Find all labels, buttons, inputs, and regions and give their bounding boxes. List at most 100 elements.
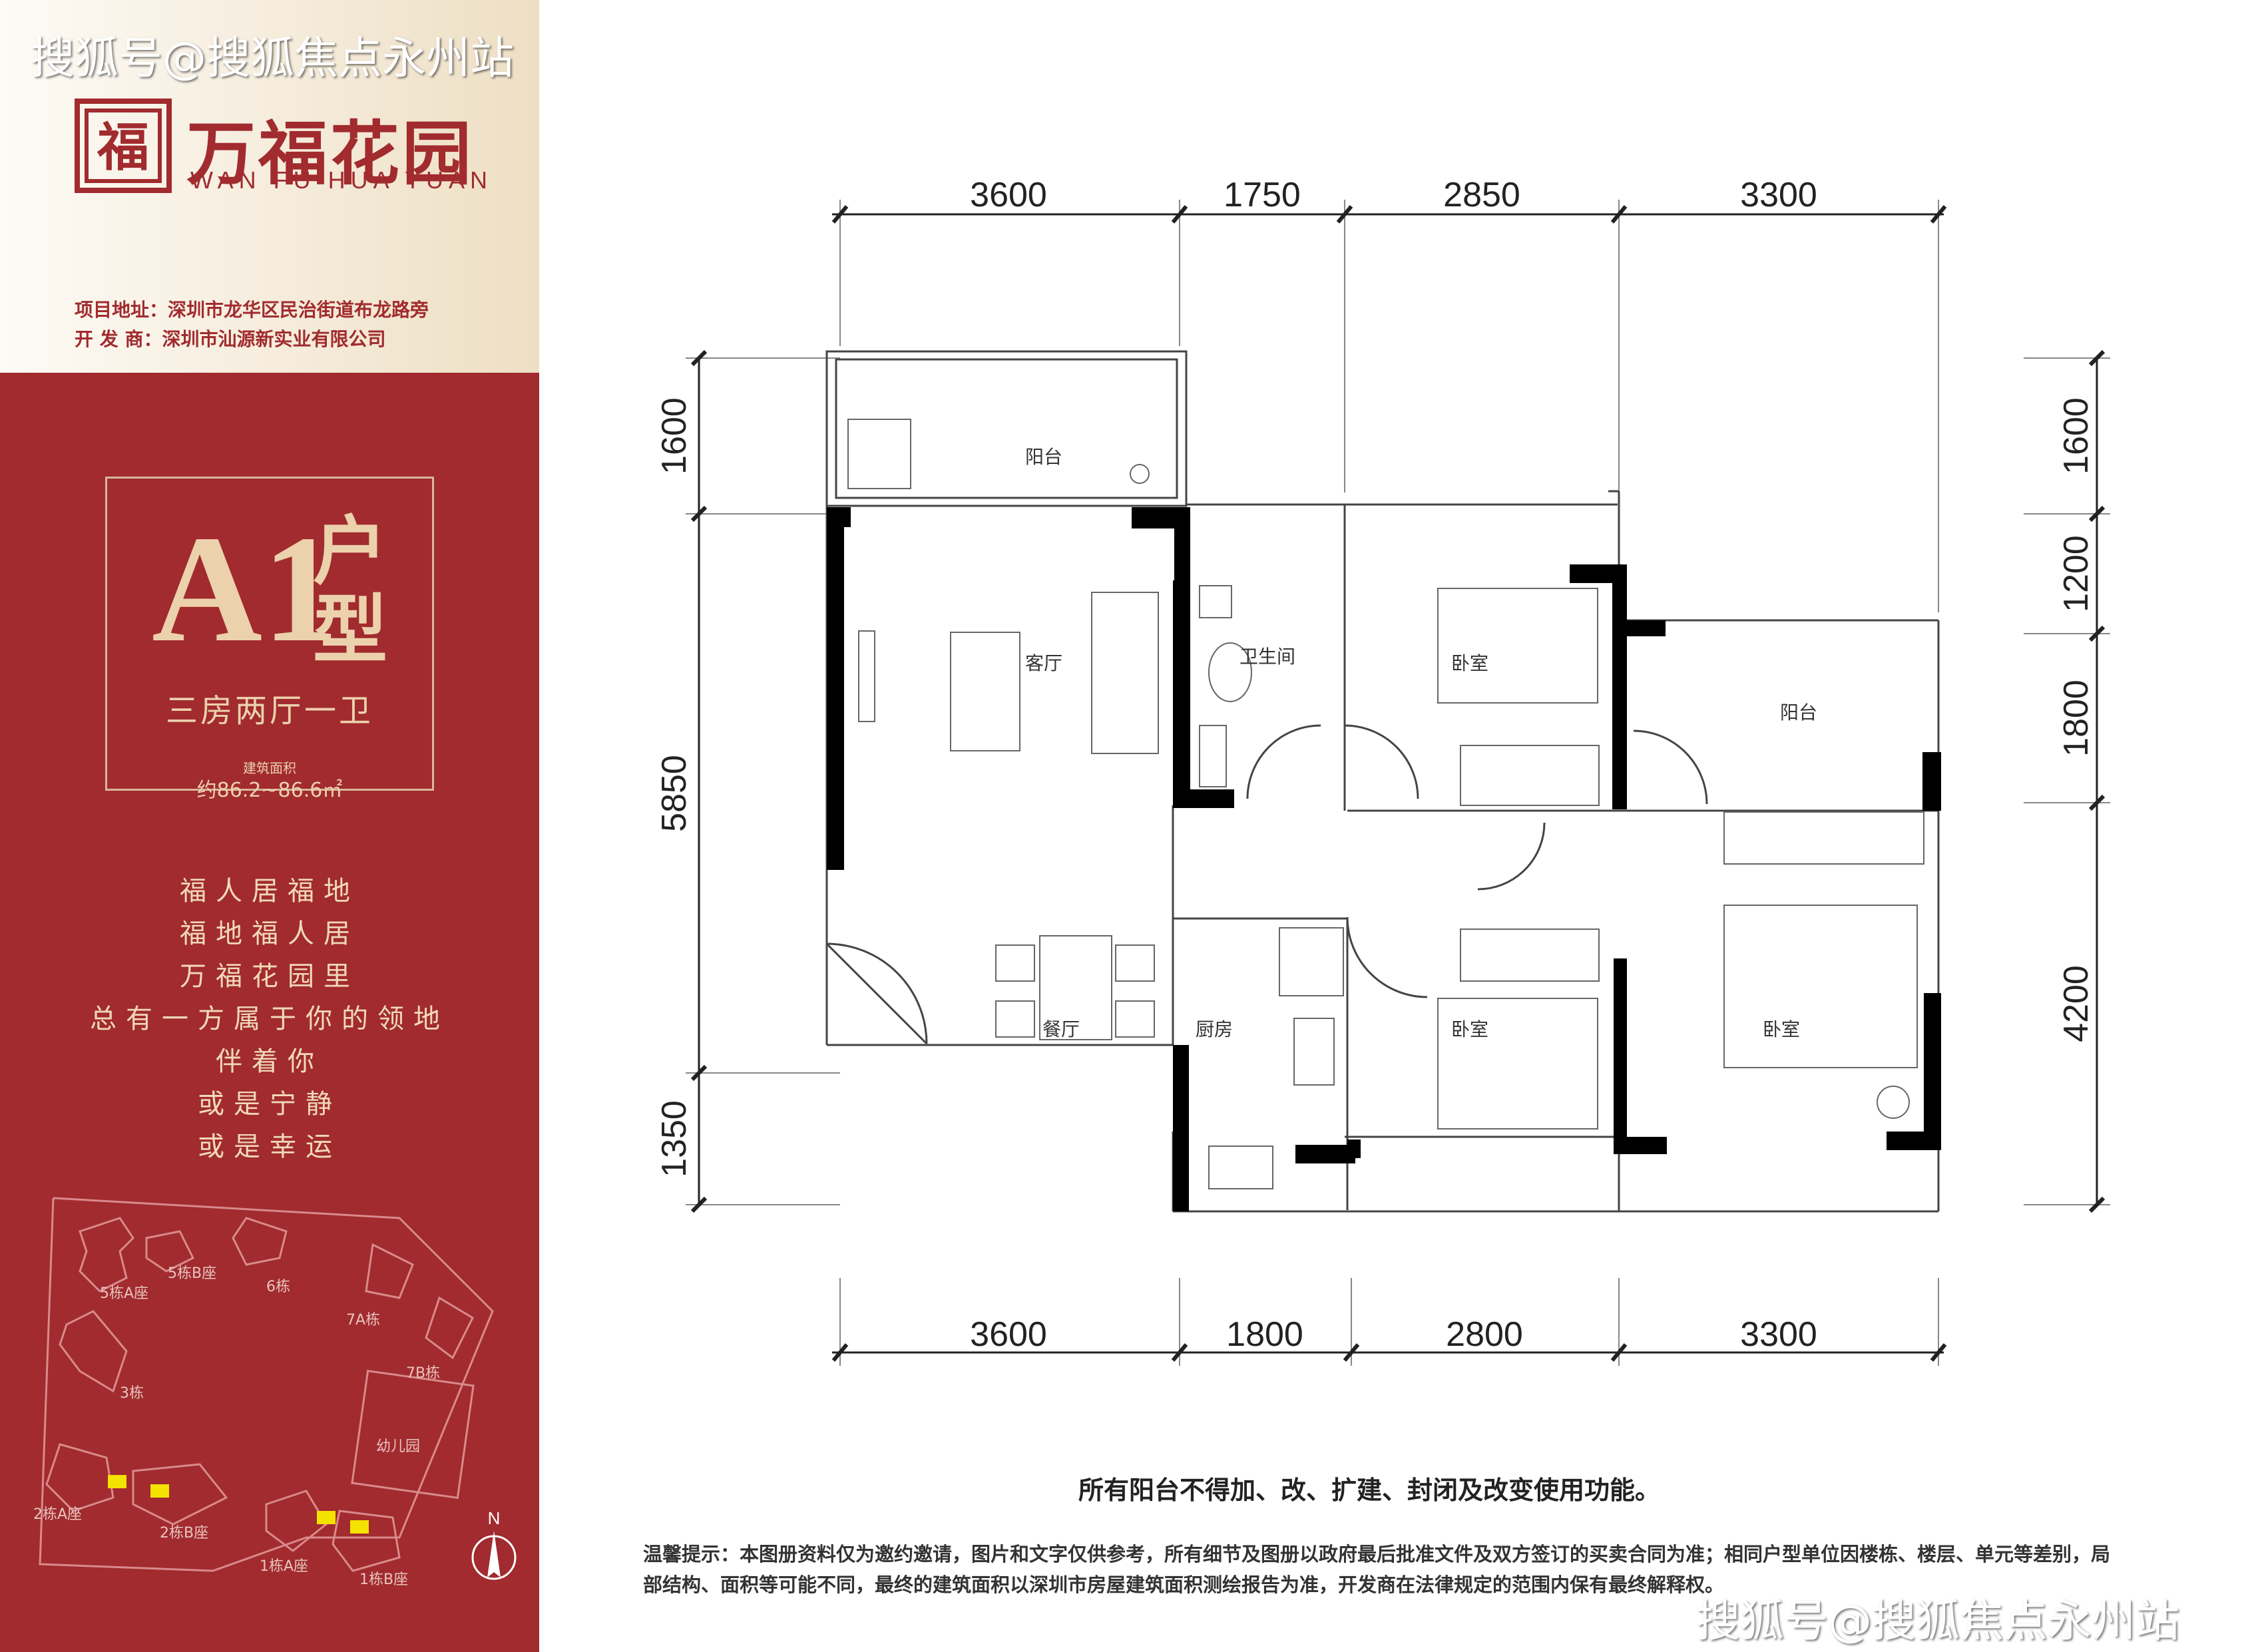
unit-type-frame [105,477,434,791]
dining-chair [995,1000,1035,1038]
room-dining: 餐厅 [1042,1018,1080,1040]
dim-bottom: 2800 [1446,1315,1523,1354]
site-label: 幼儿园 [376,1438,420,1455]
fridge [1279,927,1344,996]
room-balcony-top: 阳台 [1025,446,1062,468]
building-5b [145,1230,195,1273]
room-living: 客厅 [1025,652,1062,674]
brand-name-cn: 万福花园 [186,112,475,194]
dining-table [1039,935,1112,1040]
unit-suffix: 户型 [313,508,387,674]
room-bedroom-mid: 卧室 [1451,1018,1488,1040]
poem-line: 总有一方属于你的领地 [90,1004,449,1034]
building-3 [59,1310,128,1393]
structural-walls [827,507,1941,1211]
sofa [1091,592,1159,754]
dimension-ticks [690,205,2106,1362]
unit-code: A1 [152,504,339,674]
poem-line: 福地福人居 [180,919,359,949]
building-1a [265,1490,328,1552]
coffee-table [950,632,1020,751]
room-bathroom: 卫生间 [1239,646,1295,668]
poem: 福人居福地 福地福人居 万福花园里 总有一方属于你的领地 伴着你 或是宁静 或是… [0,869,539,1167]
wardrobe [1723,811,1924,865]
building-5a [79,1217,134,1293]
washer [847,419,911,489]
site-label: 1栋B座 [359,1571,408,1588]
site-label: 2栋A座 [33,1506,82,1523]
svg-text:N: N [488,1508,501,1528]
building-6 [232,1217,288,1266]
dim-top: 3600 [970,176,1047,214]
building-7a [365,1243,414,1299]
left-panel: 福 万福花园 WAN FU HUA YUAN 项目地址：深圳市龙华区民治街道布龙… [0,0,539,1652]
floor-drain [1199,585,1232,618]
site-label: 6栋 [266,1279,290,1295]
dining-chair [995,944,1035,982]
bed [1437,998,1598,1130]
watermark-bottom: 搜狐号@搜狐焦点永州站 [1696,1595,2179,1647]
site-label: 1栋A座 [260,1558,308,1575]
brand-header [0,0,539,373]
site-plan-map: 5栋A座 5栋B座 6栋 7A栋 7B栋 3栋 幼儿园 2栋A座 2栋B座 1栋… [33,1197,517,1588]
wardrobe [1460,745,1600,806]
room-kitchen: 厨房 [1196,1018,1233,1040]
dim-right: 1200 [2057,535,2096,612]
toilet [1208,642,1252,702]
poem-line: 福人居福地 [180,876,359,907]
dim-top: 3300 [1740,176,1817,214]
dim-left: 5850 [655,755,694,832]
kitchen-sink [1208,1145,1273,1189]
dimension-lines [686,200,2110,1366]
highlight-units [108,1475,369,1534]
dim-right: 1800 [2057,680,2096,757]
thin-walls [825,350,1940,1213]
building-1b [332,1510,401,1572]
wardrobe [1460,929,1600,982]
dim-top: 1750 [1224,176,1301,214]
dim-bottom: 3300 [1740,1315,1817,1354]
dining-chair [1115,944,1155,982]
poem-line: 万福花园里 [180,961,359,992]
dim-left: 1350 [655,1100,694,1177]
poem-line: 或是宁静 [198,1089,341,1120]
dim-right: 1600 [2057,397,2096,475]
room-bedroom-top: 卧室 [1451,652,1488,674]
project-address: 项目地址：深圳市龙华区民治街道布龙路旁 [75,299,429,321]
cooktop [1293,1018,1335,1086]
balcony-notice: 所有阳台不得加、改、扩建、封闭及改变使用功能。 [1078,1476,1661,1505]
dim-bottom: 1800 [1226,1315,1303,1354]
water-heater [1877,1086,1910,1119]
red-sidebar [0,373,539,1652]
site-label: 7B栋 [406,1365,440,1382]
fu-logo-icon: 福 [75,99,172,193]
dim-left: 1600 [655,397,694,475]
bed [1437,588,1598,704]
double-bed [1723,905,1918,1068]
dim-bottom: 3600 [970,1315,1047,1354]
disclaimer-tip: 温馨提示：本图册资料仅为邀约邀请，图片和文字仅供参考，所有细节及图册以政府最后批… [643,1543,2111,1596]
logo-char: 福 [97,117,149,178]
poem-line: 伴着你 [216,1046,324,1077]
dining-chair [1115,1000,1155,1038]
building-7b [425,1296,474,1360]
site-boundary [39,1197,494,1572]
poem-line: 或是幸运 [198,1132,341,1162]
site-label: 3栋 [120,1385,144,1402]
brand-name-en: WAN FU HUA YUAN [190,166,493,194]
kindergarten [351,1369,475,1500]
site-label: 7A栋 [346,1312,380,1329]
area-value: 约86.2~86.6㎡ [196,779,343,802]
dim-top: 2850 [1443,176,1520,214]
unit-layout: 三房两厅一卫 [165,692,373,729]
tv-cabinet [858,630,875,722]
area-label: 建筑面积 [243,760,296,776]
balcony-drain [1130,464,1150,484]
furniture [847,419,1924,1189]
site-label: 5栋B座 [168,1265,216,1282]
dim-right: 4200 [2057,965,2096,1042]
watermark-top: 搜狐号@搜狐焦点永州站 [31,33,514,84]
wash-basin [1199,725,1227,787]
project-developer: 开 发 商：深圳市汕源新实业有限公司 [75,328,386,350]
